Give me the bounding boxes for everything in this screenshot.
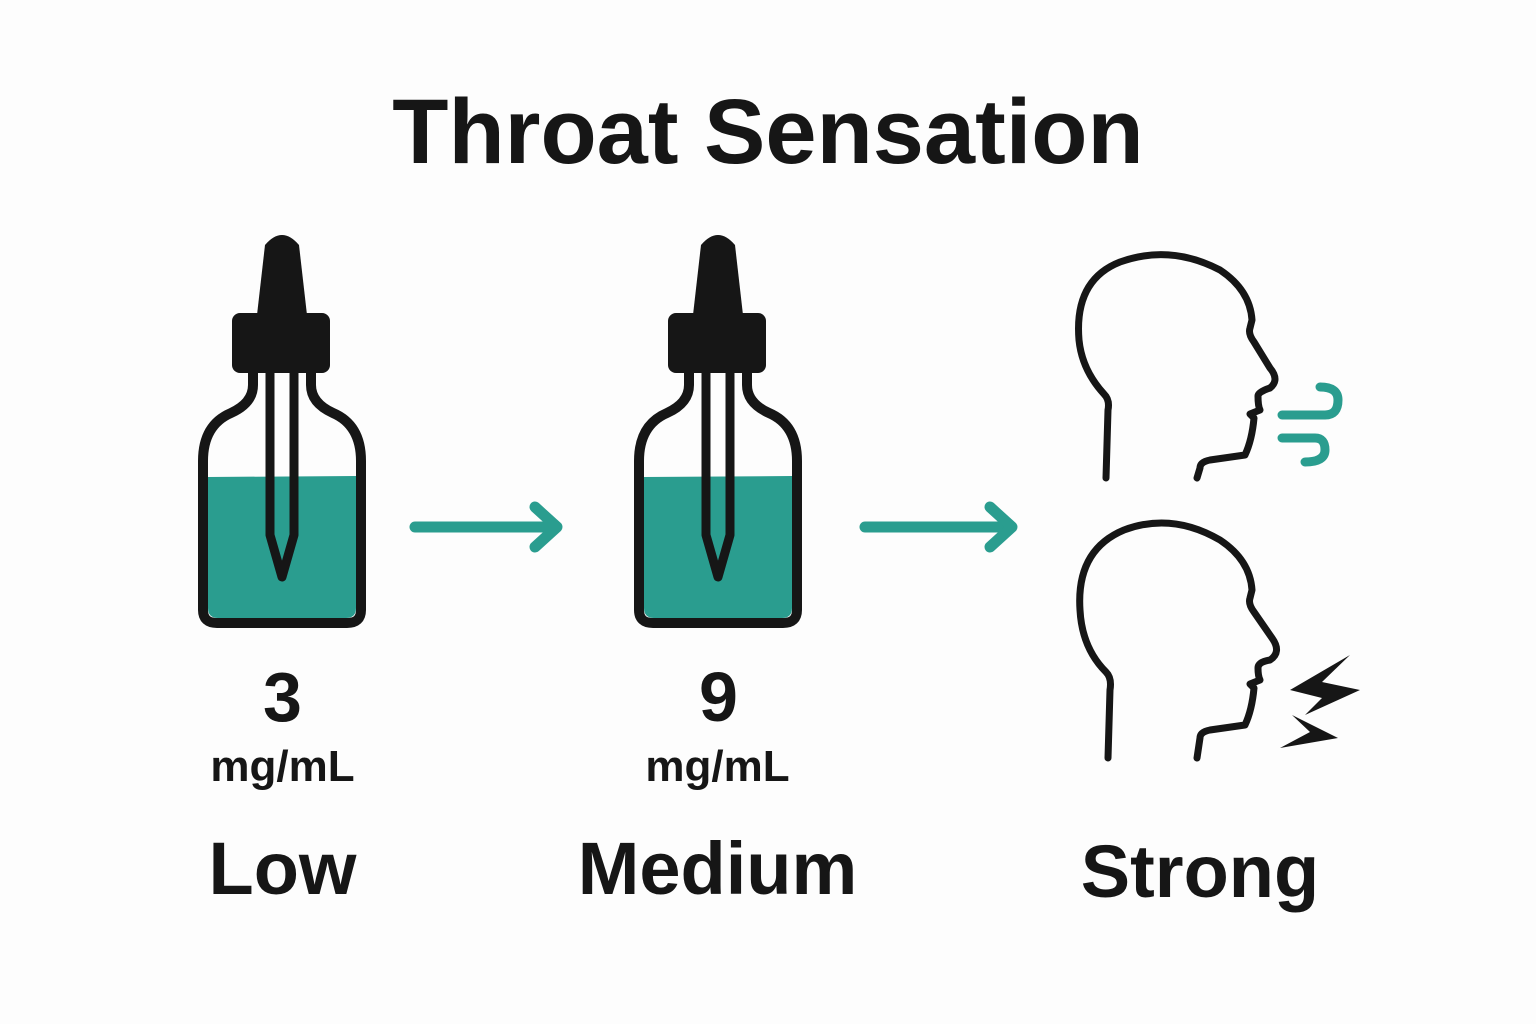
arrow-right-icon (859, 501, 1018, 553)
head-exhaling-icon (1075, 251, 1343, 482)
head-coughing-icon (1076, 519, 1360, 762)
dropper-bottle-icon (198, 235, 366, 628)
stage-label: Low (208, 827, 357, 910)
page-title: Throat Sensation (392, 81, 1144, 183)
stage-unit: mg/mL (645, 742, 790, 791)
dropper-bottle-icon (634, 235, 802, 628)
stage-label: Strong (1080, 830, 1320, 913)
stage-value: 9 (699, 658, 738, 736)
stage-unit: mg/mL (210, 742, 355, 791)
stage-value: 3 (263, 658, 302, 736)
stage-label: Medium (577, 827, 858, 910)
arrow-right-icon (409, 501, 563, 553)
